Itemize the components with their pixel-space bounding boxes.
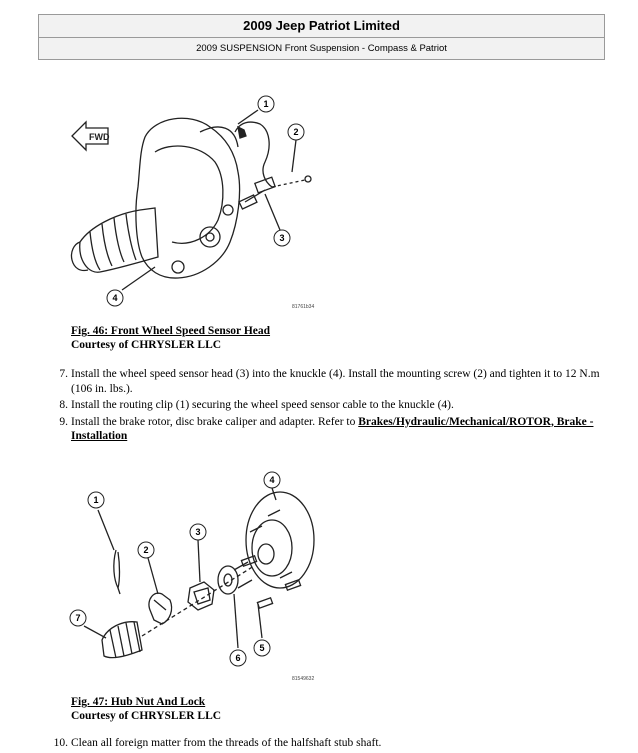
callout-5: 5 <box>253 639 271 657</box>
step-number: 9. <box>59 415 68 428</box>
svg-text:6: 6 <box>235 653 240 663</box>
callout-3: 3 <box>189 523 207 541</box>
step-text-wrap: Install the brake rotor, disc brake cali… <box>71 415 608 444</box>
step-number: 8. <box>59 399 68 411</box>
svg-text:2: 2 <box>293 127 298 137</box>
figure-47-caption: Fig. 47: Hub Nut And Lock Courtesy of CH… <box>71 695 221 723</box>
figure-46-code: 81761b34 <box>292 304 314 310</box>
step-number: 10. <box>53 737 68 749</box>
figure-46-illustration: FWD 1 2 3 4 81761b34 <box>70 95 314 310</box>
svg-text:3: 3 <box>279 233 284 243</box>
steps-list-b: 10. Clean all foreign matter from the th… <box>36 736 608 753</box>
step-item: 7. Install the wheel speed sensor head (… <box>36 367 608 396</box>
svg-text:7: 7 <box>75 613 80 623</box>
document-header: 2009 Jeep Patriot Limited 2009 SUSPENSIO… <box>38 14 605 60</box>
callout-4: 4 <box>106 289 124 307</box>
figure-47-caption-title: Fig. 47: Hub Nut And Lock <box>71 696 206 708</box>
svg-text:4: 4 <box>269 475 274 485</box>
fwd-arrow-icon: FWD <box>71 120 110 152</box>
figure-47-caption-credit: Courtesy of CHRYSLER LLC <box>71 710 222 722</box>
document-subtitle: 2009 SUSPENSION Front Suspension - Compa… <box>196 43 447 54</box>
step-text: Install the brake rotor, disc brake cali… <box>71 415 359 428</box>
callout-6: 6 <box>229 649 247 667</box>
callout-7: 7 <box>69 609 87 627</box>
figure-46-caption-credit: Courtesy of CHRYSLER LLC <box>71 339 222 351</box>
callout-2: 2 <box>287 123 305 141</box>
step-text: Install the routing clip (1) securing th… <box>71 399 454 411</box>
svg-text:3: 3 <box>195 527 200 537</box>
step-number: 7. <box>59 368 68 380</box>
figure-46-caption-title: Fig. 46: Front Wheel Speed Sensor Head <box>71 325 271 337</box>
step-item: 9. Install the brake rotor, disc brake c… <box>36 415 608 444</box>
document-title: 2009 Jeep Patriot Limited <box>39 15 604 38</box>
callout-1: 1 <box>87 491 105 509</box>
figure-46-caption: Fig. 46: Front Wheel Speed Sensor Head C… <box>71 324 270 352</box>
callout-2: 2 <box>137 541 155 559</box>
steps-list-a: 7. Install the wheel speed sensor head (… <box>36 367 608 446</box>
step-item: 10. Clean all foreign matter from the th… <box>36 736 608 751</box>
svg-text:2: 2 <box>143 545 148 555</box>
svg-text:1: 1 <box>93 495 98 505</box>
callout-1: 1 <box>257 95 275 113</box>
step-text: Clean all foreign matter from the thread… <box>71 737 382 749</box>
fwd-label: FWD <box>89 132 110 142</box>
figure-47-code: 81549632 <box>292 676 314 682</box>
step-text: Install the wheel speed sensor head (3) … <box>71 368 600 395</box>
svg-text:5: 5 <box>259 643 264 653</box>
svg-text:1: 1 <box>263 99 268 109</box>
brake-rotor-installation-link[interactable]: Brakes/Hydraulic/Mechanical/ROTOR, Brake… <box>71 415 594 443</box>
figure-47-illustration: 1 2 3 4 5 6 7 81549632 <box>69 471 315 682</box>
step-item: 8. Install the routing clip (1) securing… <box>36 398 608 413</box>
callout-3: 3 <box>273 229 291 247</box>
svg-text:4: 4 <box>112 293 117 303</box>
callout-4: 4 <box>263 471 281 489</box>
